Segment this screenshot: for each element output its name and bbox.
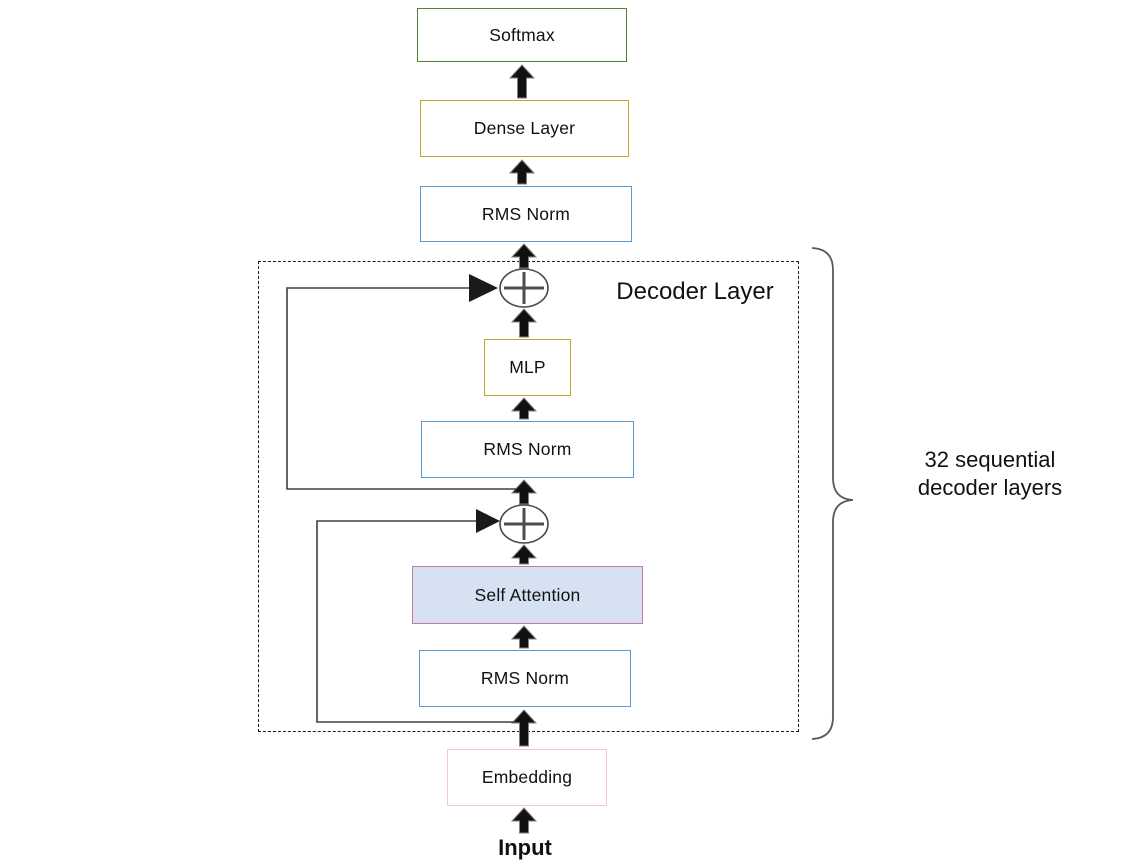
softmax-box: Softmax <box>417 8 627 62</box>
input-label: Input <box>498 835 552 860</box>
embedding-box: Embedding <box>447 749 607 806</box>
decoder-layer-label: Decoder Layer <box>616 278 774 305</box>
self-attention-box: Self Attention <box>412 566 643 624</box>
rms-norm-top-box: RMS Norm <box>420 186 632 242</box>
arrow-rms-to-dense <box>508 159 536 185</box>
mlp-box: MLP <box>484 339 571 396</box>
arrow-dense-to-softmax <box>508 64 536 99</box>
rms-norm-mid-box: RMS Norm <box>421 421 634 478</box>
rms-norm-bottom-box: RMS Norm <box>419 650 631 707</box>
curly-brace <box>811 247 854 740</box>
arrow-input-to-embedding <box>510 807 538 834</box>
brace-annotation-label: 32 sequential decoder layers <box>900 446 1080 502</box>
brace-annotation-line1: 32 sequential <box>924 447 1056 472</box>
dense-layer-box: Dense Layer <box>420 100 629 157</box>
brace-annotation-line2: decoder layers <box>917 475 1063 500</box>
